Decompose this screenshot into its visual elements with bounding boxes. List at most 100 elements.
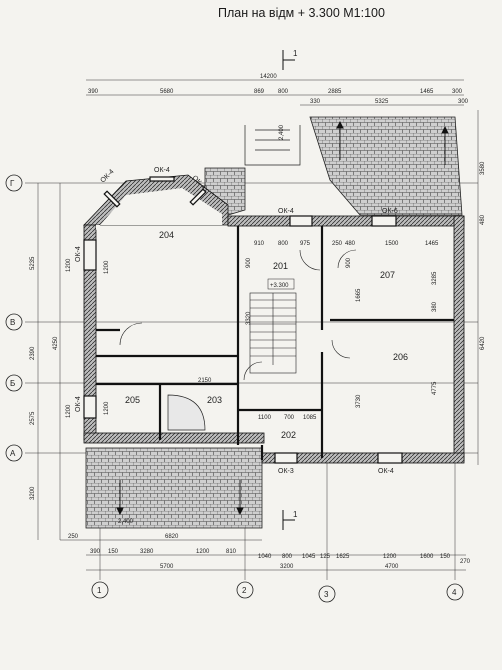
section-mark-bottom — [282, 510, 295, 530]
dim-top-e: 2885 — [328, 89, 342, 95]
drain-arrows — [116, 120, 449, 516]
axis-label-1: 1 — [97, 586, 102, 595]
axis-markers — [5, 174, 464, 603]
dim-bot-j: 1625 — [336, 554, 350, 560]
exterior-walls — [83, 174, 465, 464]
dim-int-u: 1200 — [104, 401, 110, 415]
dim-top-i: 5325 — [375, 99, 389, 105]
room-205: 205 — [125, 395, 140, 405]
window-label-ok4-b: ОК-4 — [99, 168, 115, 184]
dim-left-g: 1200 — [66, 404, 72, 418]
dim-int-m: 900 — [246, 257, 252, 268]
dim-top-f: 1465 — [420, 89, 434, 95]
dim-int-r: 1085 — [303, 415, 317, 421]
dim-top-a: 390 — [88, 89, 99, 95]
dim-top-c: 869 — [254, 89, 265, 95]
dim-top-j: 300 — [458, 99, 469, 105]
dim-right-a: 3580 — [480, 161, 486, 175]
interior-walls — [96, 226, 454, 460]
staircase — [249, 292, 297, 374]
window-label-ok4-g: ОК-4 — [378, 468, 394, 475]
dim-bot-m: 150 — [440, 554, 451, 560]
bathtub — [167, 394, 206, 431]
dim-int-h: 3285 — [432, 271, 438, 285]
axis-label-v: В — [10, 318, 15, 327]
dim-bot-t: 2,400 — [279, 124, 285, 140]
roof-upper — [309, 116, 463, 216]
dim-left-a: 5235 — [30, 256, 36, 270]
room-203: 203 — [207, 395, 222, 405]
plan-title: План на відм + 3.300 М1:100 — [218, 6, 385, 20]
dim-bot-g: 800 — [282, 554, 293, 560]
window-label-ok4-e: ОК-4 — [75, 396, 82, 412]
dim-top-h: 330 — [310, 99, 321, 105]
dim-left-b: 2390 — [30, 346, 36, 360]
dim-top-total: 14200 — [260, 74, 277, 80]
terrace-bottom — [85, 447, 263, 529]
window-label-ok4-d: ОК-4 — [75, 246, 82, 262]
dim-bot-e: 810 — [226, 549, 237, 555]
dim-right-c: 480 — [480, 214, 486, 225]
dim-top-d: 800 — [278, 89, 289, 95]
room-204: 204 — [159, 230, 174, 240]
dim-int-j: 380 — [432, 301, 438, 312]
dim-right-b: 6420 — [480, 336, 486, 350]
dim-int-q: 700 — [284, 415, 295, 421]
dim-int-k: 3730 — [356, 394, 362, 408]
window-label-ok4-a: ОК-4 — [154, 167, 170, 174]
level-mark: +3.300 — [270, 283, 289, 289]
window-label-ok6: ОК-6 — [382, 208, 398, 215]
axis-label-3: 3 — [324, 590, 329, 599]
dim-int-c: 975 — [300, 241, 311, 247]
dim-top-g: 300 — [452, 89, 463, 95]
dim-bot-h: 1045 — [302, 554, 316, 560]
dim-bot-f: 1040 — [258, 554, 272, 560]
room-202: 202 — [281, 430, 296, 440]
dim-int-p: 1100 — [258, 415, 272, 421]
window-marks — [83, 176, 403, 464]
dim-left-e: 4250 — [53, 336, 59, 350]
dim-bot-n: 5700 — [160, 564, 174, 570]
dim-left-d: 3200 — [30, 486, 36, 500]
dim-int-t: 900 — [346, 257, 352, 268]
dim-bot-o: 3200 — [280, 564, 294, 570]
axis-label-b: Б — [10, 379, 15, 388]
dim-top-b: 5680 — [160, 89, 174, 95]
dim-int-s: 1200 — [104, 260, 110, 274]
dim-int-a: 910 — [254, 241, 265, 247]
dim-int-i: 1665 — [356, 288, 362, 302]
axis-label-a: А — [10, 449, 16, 458]
dim-int-b: 800 — [278, 241, 289, 247]
window-label-ok3: ОК-3 — [278, 468, 294, 475]
dim-bot-r: 250 — [68, 534, 79, 540]
balcony-rail — [244, 125, 301, 166]
axis-label-2: 2 — [242, 586, 247, 595]
dim-left-c: 2575 — [30, 411, 36, 425]
dim-bot-s: 2,400 — [118, 519, 134, 525]
door-swings — [119, 249, 357, 381]
room-201: 201 — [273, 261, 288, 271]
dim-int-f: 1500 — [385, 241, 399, 247]
dim-int-e: 480 — [345, 241, 356, 247]
section-mark-label-bottom: 1 — [293, 510, 298, 519]
dim-int-n: 3320 — [246, 311, 252, 325]
room-206: 206 — [393, 352, 408, 362]
dim-bot-p: 4700 — [385, 564, 399, 570]
dim-bot-a: 390 — [90, 549, 101, 555]
dim-int-o: 2150 — [198, 378, 212, 384]
dim-int-g: 1465 — [425, 241, 439, 247]
dim-bot-d: 1200 — [196, 549, 210, 555]
dim-bot-l: 1600 — [420, 554, 434, 560]
room-207: 207 — [380, 270, 395, 280]
dim-left-f: 1200 — [66, 258, 72, 272]
window-label-ok4-f: ОК-4 — [278, 208, 294, 215]
dim-bot-c: 3280 — [140, 549, 154, 555]
section-mark-label: 1 — [293, 49, 298, 58]
dim-bot-q: 6820 — [165, 534, 179, 540]
dim-bot-k: 1200 — [383, 554, 397, 560]
axis-label-4: 4 — [452, 588, 457, 597]
dim-bot-i: 125 — [320, 554, 331, 560]
dim-bot-b: 150 — [108, 549, 119, 555]
